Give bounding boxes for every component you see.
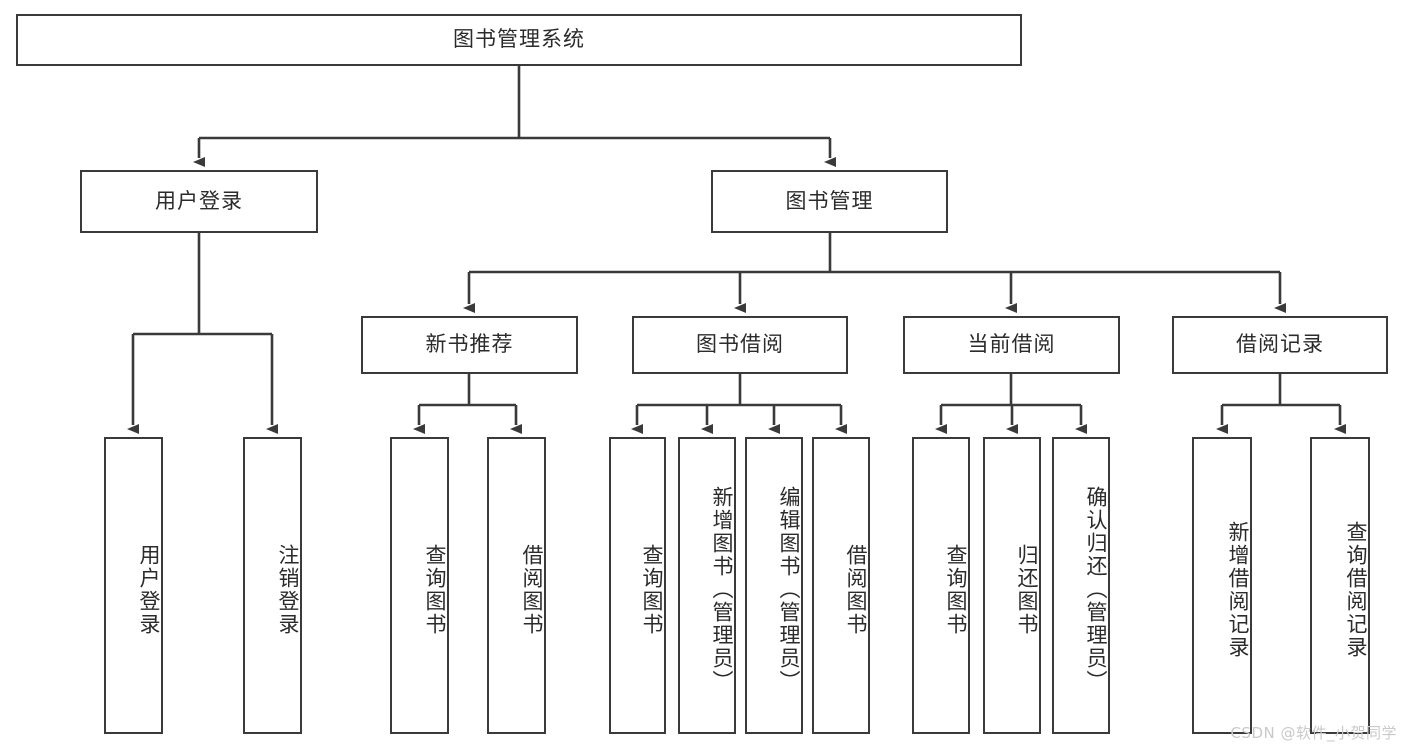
node-root[interactable]: 图书管理系统 [16,14,1022,66]
leaf-node-label: 注销登录 [276,543,300,636]
leaf-node-label: 查询图书 [640,543,664,636]
node-label: 图书管理 [785,188,874,213]
node-label: 图书借阅 [696,332,784,357]
leaf-node-label: 归还图书 [1015,543,1039,636]
node-book-borrow[interactable]: 图书借阅 [632,316,848,374]
leaf-node[interactable]: 新增图书（管理员） [678,437,736,734]
leaf-node[interactable]: 编辑图书（管理员） [745,437,803,734]
leaf-node-label: 查询图书 [423,543,447,636]
node-user-login[interactable]: 用户登录 [80,170,318,233]
leaf-node-label: 借阅图书 [520,543,544,636]
leaf-node-label: 新增图书（管理员） [710,486,734,693]
leaf-node[interactable]: 新增借阅记录 [1192,437,1252,734]
node-borrow-record[interactable]: 借阅记录 [1172,316,1388,374]
leaf-node[interactable]: 查询图书 [912,437,970,734]
leaf-node[interactable]: 注销登录 [243,437,302,734]
leaf-node-label: 查询图书 [944,543,968,636]
leaf-node[interactable]: 用户登录 [104,437,163,734]
node-label: 用户登录 [155,188,243,213]
node-label: 当前借阅 [967,332,1056,357]
leaf-node[interactable]: 借阅图书 [812,437,870,734]
node-new-book-recommend[interactable]: 新书推荐 [361,316,578,374]
leaf-node-label: 用户登录 [137,543,161,636]
leaf-node-label: 新增借阅记录 [1226,520,1250,659]
node-label: 新书推荐 [425,332,514,357]
node-root-label: 图书管理系统 [453,27,585,52]
leaf-node[interactable]: 查询图书 [609,437,666,734]
leaf-node-label: 编辑图书（管理员） [777,486,801,693]
node-label: 借阅记录 [1236,332,1324,357]
leaf-node-label: 查询借阅记录 [1344,520,1368,659]
leaf-node[interactable]: 确认归还（管理员） [1052,437,1110,734]
leaf-node[interactable]: 查询借阅记录 [1310,437,1370,734]
leaf-node[interactable]: 归还图书 [983,437,1041,734]
leaf-node[interactable]: 查询图书 [390,437,449,734]
leaf-node-label: 确认归还（管理员） [1084,486,1108,693]
node-current-borrow[interactable]: 当前借阅 [903,316,1120,374]
leaf-node[interactable]: 借阅图书 [487,437,546,734]
leaf-node-label: 借阅图书 [844,543,868,636]
node-book-management[interactable]: 图书管理 [711,170,948,233]
